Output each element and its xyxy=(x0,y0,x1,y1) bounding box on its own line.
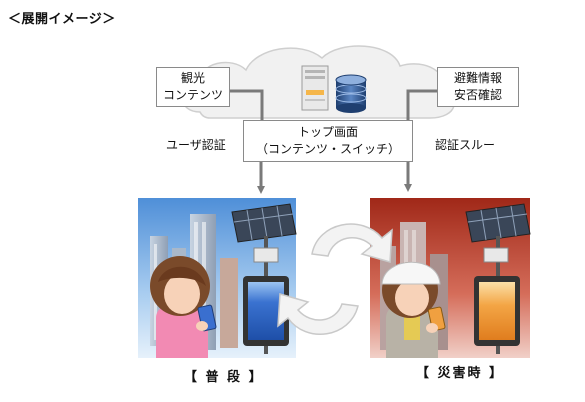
normal-caption: 【 普 段 】 xyxy=(184,370,264,385)
tourism-line-1: 観光 xyxy=(180,71,205,85)
top-screen-subtitle: （コンテンツ・スイッチ） xyxy=(255,142,400,156)
normal-scene xyxy=(138,198,297,358)
woman-with-phone-icon xyxy=(150,256,217,358)
user-auth-label: ユーザ認証 xyxy=(166,138,226,152)
disaster-scene xyxy=(370,198,531,358)
tourism-content-box: 観光 コンテンツ xyxy=(156,67,230,107)
tourism-line-2: コンテンツ xyxy=(162,88,223,102)
solar-panel-icon xyxy=(465,203,531,243)
evacuation-line-2: 安否確認 xyxy=(453,88,502,102)
database-icon xyxy=(335,74,367,113)
disaster-caption: 【 災害時 】 xyxy=(416,366,505,381)
page-heading: ＜展開イメージ＞ xyxy=(8,12,116,27)
signage-disaster-icon xyxy=(474,276,520,346)
top-screen-box: トップ画面 （コンテンツ・スイッチ） xyxy=(243,120,413,162)
server-icon xyxy=(301,65,329,111)
top-screen-title: トップ画面 xyxy=(297,125,358,139)
evacuation-line-1: 避難情報 xyxy=(453,71,502,85)
signage-normal-icon xyxy=(243,276,289,346)
switch-cycle-icon xyxy=(277,223,393,335)
evacuation-info-box: 避難情報 安否確認 xyxy=(437,67,519,107)
solar-panel-icon xyxy=(231,203,297,243)
auth-through-label: 認証スルー xyxy=(435,138,496,152)
woman-with-helmet-icon xyxy=(381,261,446,358)
